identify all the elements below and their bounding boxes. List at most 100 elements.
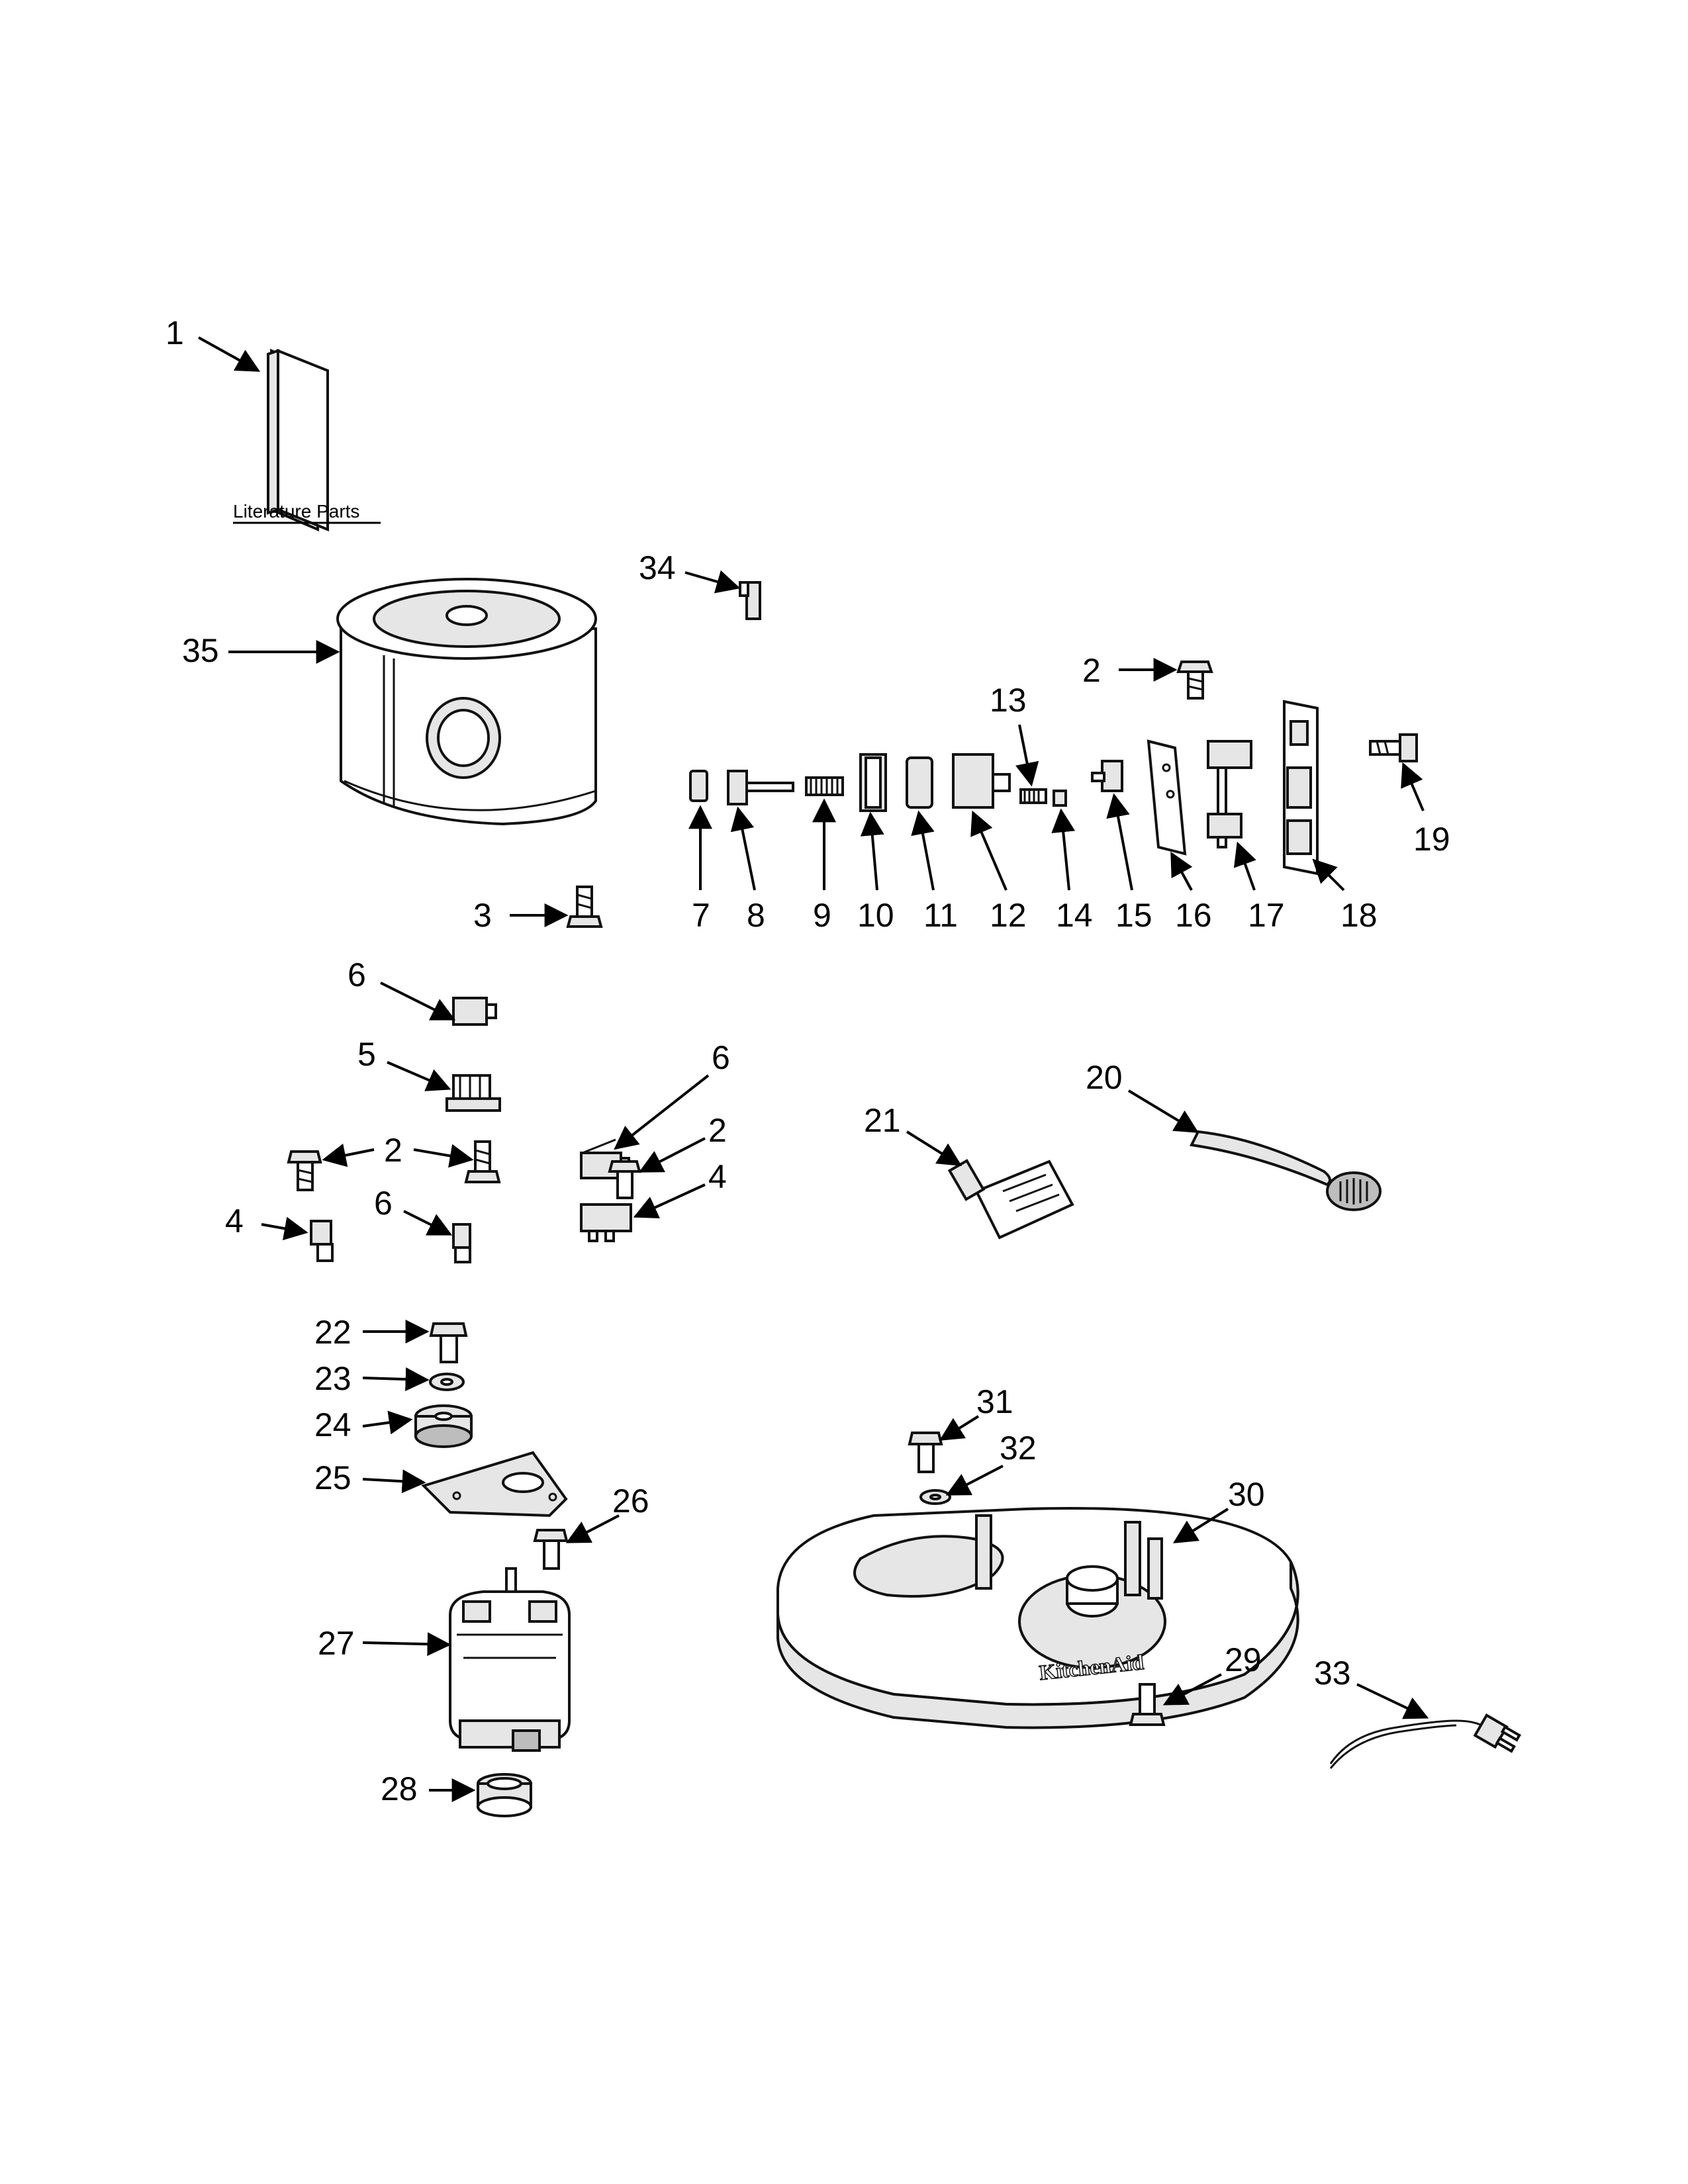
callout-33: 33 (1314, 1655, 1351, 1692)
callout-35: 35 (182, 632, 219, 669)
callout-17: 17 (1248, 897, 1285, 934)
callout-24: 24 (314, 1406, 352, 1443)
leader-13 (1015, 724, 1039, 787)
leader-6-right (614, 1074, 710, 1150)
callout-12: 12 (990, 897, 1027, 934)
leader-6-bottom (403, 1210, 453, 1236)
callout-11: 11 (923, 897, 958, 934)
callout-6-right: 6 (712, 1039, 730, 1076)
leader-24 (362, 1410, 413, 1435)
callout-13: 13 (990, 682, 1027, 719)
part-8 (727, 770, 794, 805)
callout-1: 1 (165, 314, 184, 351)
knob-15 (1091, 760, 1123, 792)
screw-26 (533, 1529, 569, 1570)
leader-12 (970, 810, 1008, 891)
literature-parts-label: Literature Parts (233, 501, 359, 522)
leader-6-top (380, 981, 456, 1021)
screw-2-left (287, 1150, 322, 1191)
callout-3: 3 (473, 897, 492, 934)
leader-10 (860, 811, 884, 891)
callout-28: 28 (381, 1770, 418, 1807)
switch-holder-5 (445, 1074, 501, 1112)
callout-9: 9 (813, 897, 831, 934)
kit-card-21 (947, 1159, 1074, 1240)
part-11 (906, 756, 933, 809)
callout-10: 10 (857, 897, 894, 934)
callout-7: 7 (692, 897, 710, 934)
washer-23 (429, 1373, 465, 1391)
switch-cover-6-top (452, 997, 497, 1026)
leader-15 (1106, 793, 1133, 891)
leader-11 (911, 810, 935, 891)
callout-2-right: 2 (708, 1112, 727, 1149)
leader-4-right (633, 1183, 706, 1218)
callout-14: 14 (1056, 897, 1093, 934)
leader-5 (387, 1061, 451, 1091)
spring-13 (1019, 788, 1047, 804)
callout-26: 26 (612, 1482, 649, 1520)
leader-30 (1172, 1508, 1229, 1543)
switch-4-left (310, 1220, 334, 1262)
leader-21 (906, 1130, 962, 1166)
clip-34 (739, 581, 761, 620)
callout-4-left: 4 (225, 1203, 244, 1240)
screw-3 (566, 886, 603, 928)
callout-31: 31 (976, 1383, 1013, 1420)
callout-8: 8 (747, 897, 765, 934)
screw-2-center (464, 1140, 501, 1183)
bracket-17 (1207, 740, 1252, 848)
spring-9 (805, 776, 844, 796)
leader-27 (362, 1632, 451, 1657)
leader-17 (1233, 841, 1256, 891)
callout-6-top: 6 (348, 956, 366, 993)
power-cord-33 (1329, 1713, 1521, 1769)
callout-20: 20 (1086, 1059, 1123, 1096)
leader-14 (1051, 808, 1076, 891)
callout-15: 15 (1115, 897, 1152, 934)
callout-23: 23 (314, 1360, 352, 1397)
screw-29 (1129, 1683, 1166, 1726)
screw-2-right (608, 1160, 641, 1199)
leader-2-right (638, 1137, 706, 1173)
callout-27: 27 (318, 1625, 355, 1662)
callout-30: 30 (1228, 1476, 1265, 1513)
leader-8 (730, 806, 756, 891)
part-14 (1053, 790, 1067, 807)
leader-4-left (261, 1216, 308, 1241)
screw-19 (1369, 733, 1418, 762)
base-30: KitchenAid (776, 1507, 1299, 1729)
callout-21: 21 (864, 1102, 901, 1139)
callout-18: 18 (1340, 897, 1378, 934)
callout-5: 5 (357, 1036, 376, 1073)
motor-27 (449, 1567, 571, 1752)
callout-19: 19 (1413, 821, 1450, 858)
washer-32 (919, 1489, 951, 1505)
leader-18 (1312, 858, 1345, 891)
callout-2-top: 2 (1082, 652, 1101, 689)
callout-2-mid: 2 (384, 1132, 402, 1169)
leader-33 (1356, 1683, 1429, 1719)
callout-34: 34 (639, 549, 676, 586)
coupler-28 (477, 1773, 532, 1817)
microswitch-4-right (580, 1203, 632, 1242)
screw-22 (429, 1322, 468, 1363)
leader-26 (565, 1514, 620, 1543)
plate-16 (1147, 739, 1187, 856)
circuit-board-18 (1283, 700, 1319, 876)
switch-6-bottom (452, 1223, 471, 1263)
callout-32: 32 (1000, 1430, 1037, 1467)
callout-4-right: 4 (708, 1158, 727, 1195)
part-12 (952, 753, 1011, 809)
leader-31 (939, 1415, 980, 1441)
leader-19 (1401, 762, 1425, 811)
leader-29 (1162, 1673, 1222, 1706)
callout-25: 25 (314, 1459, 352, 1496)
leader-32 (945, 1465, 1004, 1496)
motor-housing (336, 578, 597, 826)
callout-29: 29 (1225, 1641, 1262, 1678)
grommet-24 (414, 1404, 473, 1448)
leader-25 (362, 1469, 426, 1494)
leader-16 (1170, 851, 1193, 891)
